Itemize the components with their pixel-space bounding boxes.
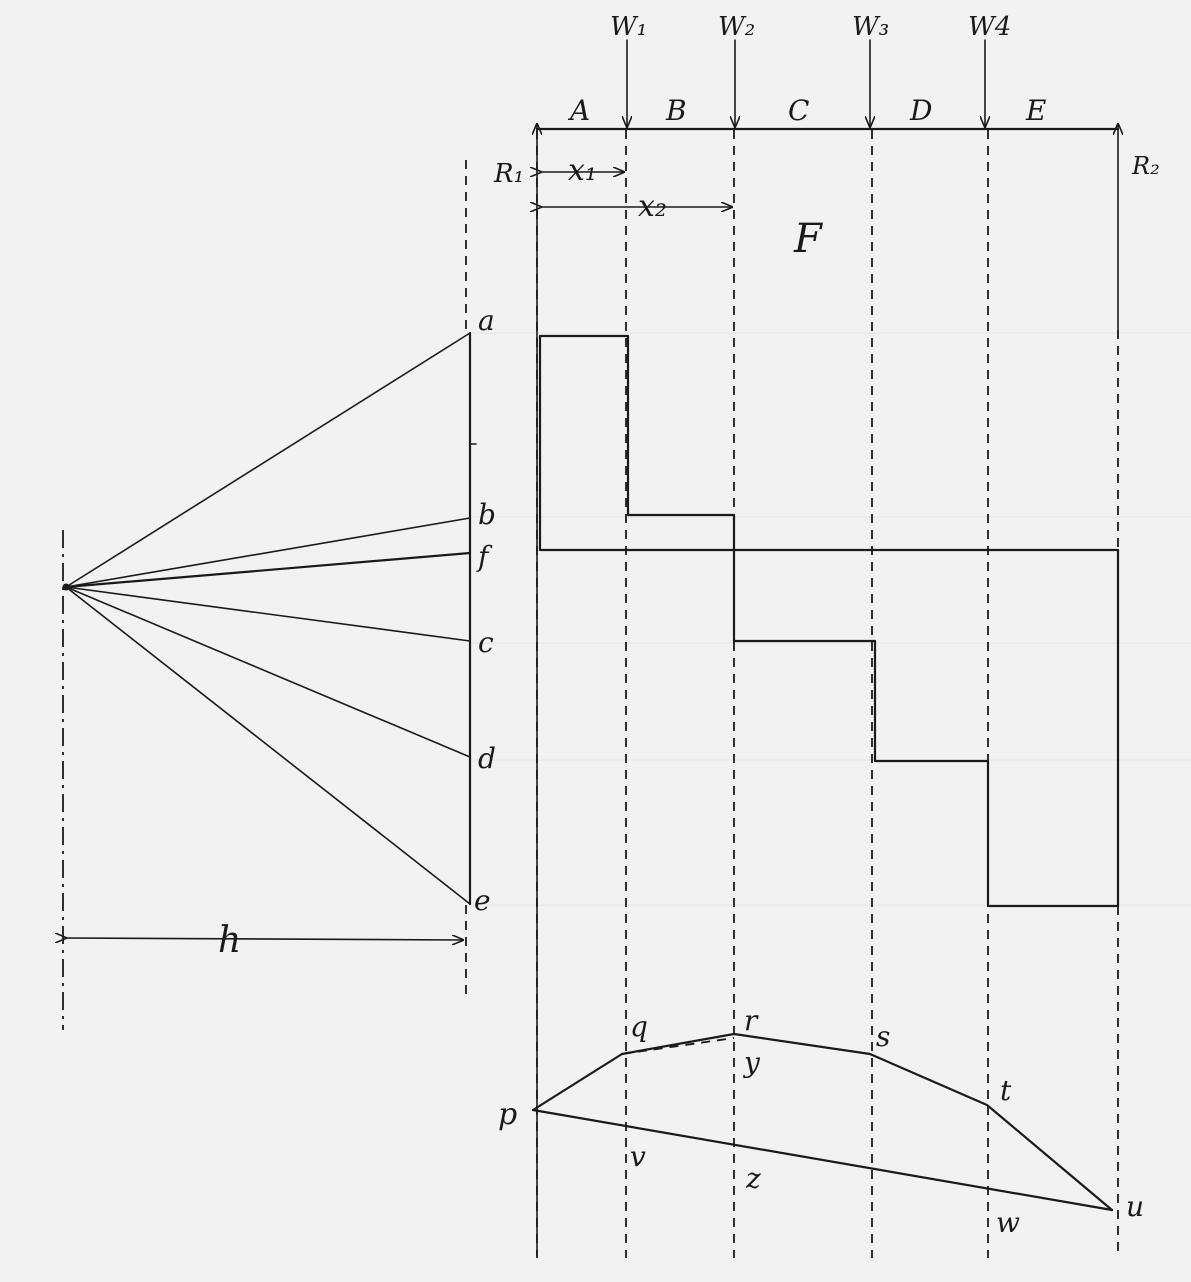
vector-label-d: d xyxy=(478,742,496,775)
funicular-polygon xyxy=(531,1032,1114,1212)
polygon-label-u: u xyxy=(1126,1190,1144,1223)
load-label-w1: W₁ xyxy=(610,12,647,42)
closing-line xyxy=(531,1108,1114,1212)
vector-label-f: f xyxy=(476,540,493,573)
distance-label-x1: x₁ xyxy=(568,153,597,188)
load-labels: W₁ W₂ W₃ W4 xyxy=(610,12,1011,42)
vector-label-e: e xyxy=(474,884,491,917)
span-labels: A B C D E xyxy=(567,94,1046,127)
load-label-w4: W4 xyxy=(968,12,1011,42)
projection-lines xyxy=(465,130,1119,1258)
vector-label-c: c xyxy=(478,626,494,659)
polygon-label-q: q xyxy=(630,1010,648,1043)
vector-label-a: a xyxy=(478,304,495,337)
polygon-label-r: r xyxy=(744,1004,759,1037)
pole-point xyxy=(62,583,70,591)
load-label-w2: W₂ xyxy=(718,12,755,42)
polygon-point-labels: p q r s t u y v z w xyxy=(498,1004,1144,1239)
load-arrows xyxy=(627,39,985,127)
vector-label-b: b xyxy=(478,498,496,531)
closing-label-w: w xyxy=(996,1206,1020,1239)
vector-point-labels: a b f c d e xyxy=(474,304,496,917)
pole-rays xyxy=(64,332,472,905)
paper-grid xyxy=(470,332,1191,906)
span-label-d: D xyxy=(909,94,932,127)
load-label-w3: W₃ xyxy=(852,12,889,42)
span-label-e: E xyxy=(1025,94,1046,127)
closing-label-y: y xyxy=(742,1046,761,1079)
construction-line-qy xyxy=(621,1037,735,1055)
span-label-a: A xyxy=(567,94,590,127)
shear-force-diagram xyxy=(538,334,1120,908)
span-label-c: C xyxy=(788,94,809,127)
closing-label-v: v xyxy=(630,1140,646,1173)
reaction-label-r2: R₂ xyxy=(1131,152,1160,180)
reaction-label-r1: R₁ xyxy=(493,159,524,189)
distance-label-x2: x₂ xyxy=(638,189,667,224)
polygon-label-p: p xyxy=(498,1097,517,1132)
span-label-b: B xyxy=(665,94,687,127)
polygon-label-t: t xyxy=(1000,1074,1012,1107)
closing-label-z: z xyxy=(745,1162,761,1195)
pole-distance-arrow xyxy=(66,938,463,940)
pole-distance-label: h xyxy=(218,920,241,961)
force-diagram-label: F xyxy=(793,216,823,262)
polygon-label-s: s xyxy=(876,1020,890,1053)
